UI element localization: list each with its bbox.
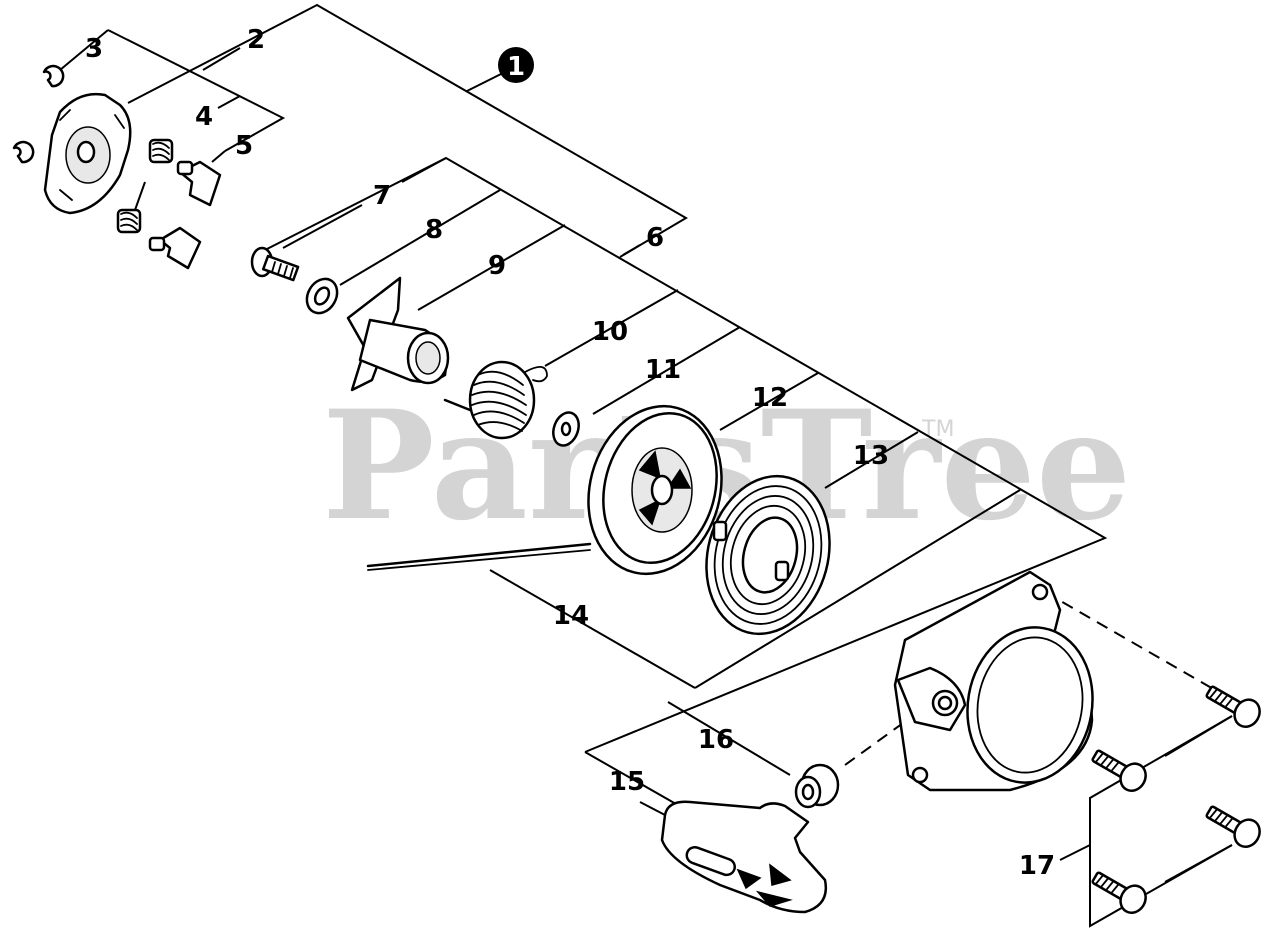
callout-8[interactable]: 8 [425, 215, 443, 245]
leader-part-5 [211, 150, 226, 163]
bracket-part-6 [264, 156, 1108, 753]
washer-part-8 [305, 277, 339, 315]
leader-part-3 [59, 29, 109, 71]
callout-2[interactable]: 2 [247, 25, 265, 55]
leader-part-13 [824, 431, 919, 489]
leader-part-1 [466, 71, 506, 92]
callout-15[interactable]: 15 [609, 767, 645, 797]
leader-part-15 [639, 801, 666, 816]
callout-7[interactable]: 7 [373, 181, 391, 211]
bracket-part-17 [1089, 715, 1233, 928]
callout-4[interactable]: 4 [195, 102, 213, 132]
callout-16[interactable]: 16 [698, 725, 734, 755]
washer-part-11 [552, 411, 580, 447]
leader-part-17 [1059, 844, 1091, 861]
spring-part-4 [116, 138, 174, 234]
callout-labels: 2 3 4 5 6 7 8 9 10 11 12 13 14 15 16 17 [85, 25, 1055, 881]
callout-17[interactable]: 17 [1019, 851, 1055, 881]
leader-part-12 [719, 372, 819, 431]
leader-part-11 [592, 326, 741, 415]
watermark-trademark: TM [921, 417, 954, 442]
leader-part-4b [134, 181, 146, 211]
friction-plate-part-9 [346, 276, 450, 392]
leader-part-10 [544, 289, 679, 367]
leader-part-14-bracket [694, 489, 1021, 689]
ratchet-plate-part-2 [43, 92, 132, 215]
leader-part-17-top [1164, 715, 1233, 757]
callout-10[interactable]: 10 [592, 317, 628, 347]
callout-5[interactable]: 5 [235, 131, 253, 161]
screws-part-17 [1091, 685, 1261, 914]
pawl-part-5 [148, 160, 222, 270]
leader-part-9 [417, 224, 566, 311]
leader-part-6 [622, 244, 641, 256]
rope-reel-part-12 [366, 404, 723, 576]
assembly-bracket-lines [59, 3, 1233, 928]
alignment-line-screw [1044, 591, 1216, 691]
leader-part-4 [217, 95, 241, 109]
bushing-part-16 [794, 763, 840, 809]
bracket-part-2 [107, 29, 286, 152]
leader-part-17-bottom [1164, 844, 1233, 883]
leader-part-8 [339, 189, 501, 286]
starter-case [893, 570, 1094, 792]
leader-part-2 [202, 47, 241, 71]
leader-part-15-a [584, 751, 691, 813]
leader-part-14 [489, 569, 696, 689]
callout-6[interactable]: 6 [646, 223, 664, 253]
return-spring-part-10 [443, 360, 548, 440]
leader-part-7-top [401, 157, 447, 183]
callout-3[interactable]: 3 [85, 34, 103, 64]
leader-part-7 [282, 204, 363, 249]
handle-part-15 [660, 800, 828, 914]
screw-part-7 [250, 246, 300, 282]
callout-11[interactable]: 11 [645, 355, 681, 385]
assembly-badge[interactable]: 1 [498, 47, 534, 83]
leader-part-16 [667, 701, 791, 776]
callout-12[interactable]: 12 [752, 383, 788, 413]
callout-13[interactable]: 13 [853, 441, 889, 471]
callout-14[interactable]: 14 [553, 601, 589, 631]
bracket-part-1 [127, 3, 688, 258]
clip-part-3 [12, 64, 65, 164]
assembly-badge-number: 1 [507, 52, 525, 82]
callout-9[interactable]: 9 [488, 251, 506, 281]
recoil-spring-part-13 [705, 474, 831, 636]
